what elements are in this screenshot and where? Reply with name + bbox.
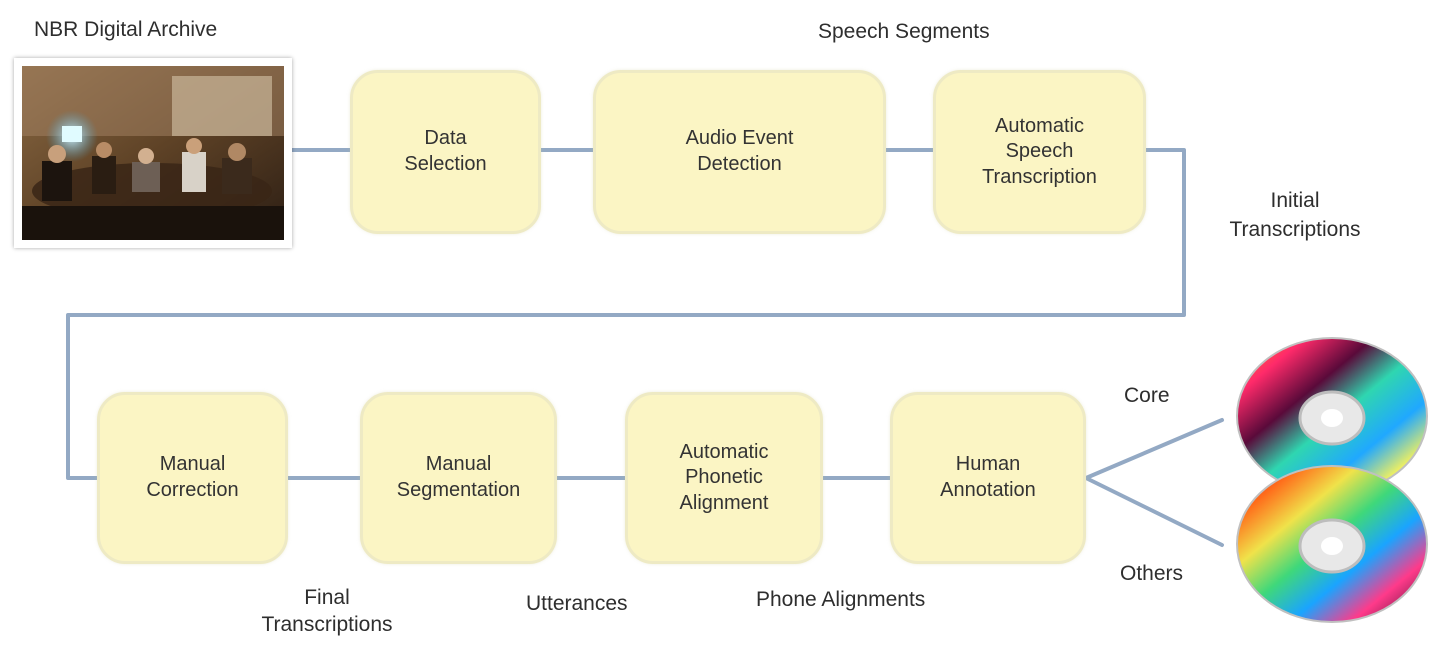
- edge-label-initial-transcriptions: Initial Transcriptions: [1229, 189, 1361, 242]
- step-manual-correction-label: Manual Correction: [146, 453, 239, 501]
- edge-label-final-transcriptions: Final Transcriptions: [261, 586, 393, 637]
- step-automatic-phonetic-alignment-label: Automatic Phonetic Alignment: [679, 440, 769, 514]
- step-data-selection-label: Data Selection: [404, 127, 487, 175]
- step-human-annotation-label: Human Annotation: [940, 453, 1036, 501]
- edge-label-phone-alignments: Phone Alignments: [756, 588, 926, 611]
- step-manual-segmentation-label: Manual Segmentation: [396, 453, 521, 501]
- step-human-annotation: Human Annotation: [890, 392, 1086, 564]
- others-disc-icon: [1236, 465, 1428, 623]
- output-label-others: Others: [1120, 562, 1184, 585]
- connector-transcription-to-correction: [66, 148, 1186, 480]
- step-automatic-speech-transcription-label: Automatic Speech Transcription: [982, 114, 1097, 188]
- edge-label-speech-segments: Speech Segments: [818, 20, 990, 43]
- step-audio-event-detection-label: Audio Event Detection: [685, 127, 794, 175]
- archive-photo: [14, 58, 292, 248]
- step-manual-segmentation: Manual Segmentation: [360, 392, 557, 564]
- connector-annotation-to-core: [1084, 418, 1224, 480]
- source-label: NBR Digital Archive: [34, 18, 218, 41]
- connector-annotation-to-others: [1084, 476, 1224, 547]
- step-automatic-speech-transcription: Automatic Speech Transcription: [933, 70, 1146, 234]
- step-audio-event-detection: Audio Event Detection: [593, 70, 886, 234]
- output-label-core: Core: [1124, 384, 1170, 407]
- step-data-selection: Data Selection: [350, 70, 541, 234]
- step-automatic-phonetic-alignment: Automatic Phonetic Alignment: [625, 392, 823, 564]
- core-disc-icon: [1236, 337, 1428, 495]
- edge-label-utterances: Utterances: [526, 592, 628, 615]
- step-manual-correction: Manual Correction: [97, 392, 288, 564]
